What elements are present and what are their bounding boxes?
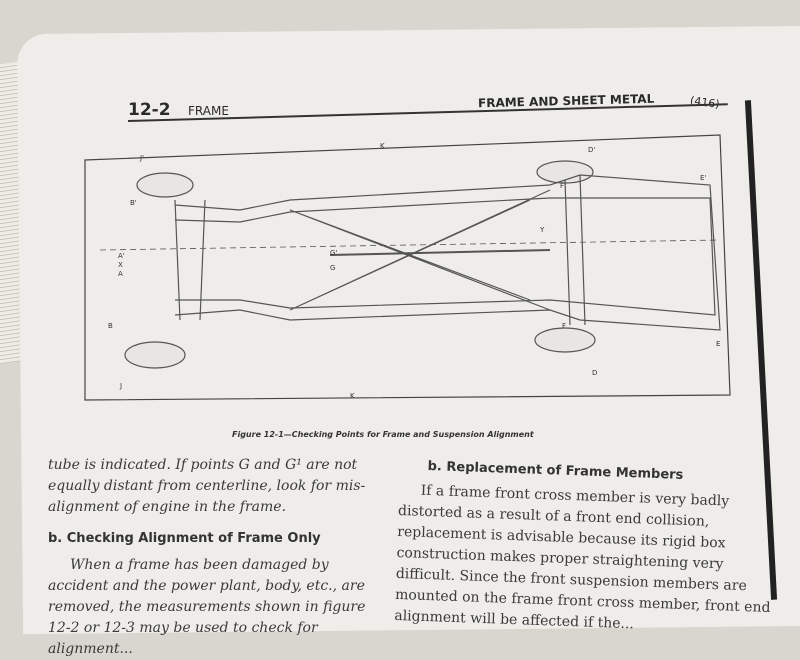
front-left-wheel: [124, 341, 186, 369]
frame-diagram: J' K D' B' E' A' X A G' G Y F' F B E D J…: [84, 134, 731, 401]
left-paragraph-2: When a frame has been damaged by acciden…: [48, 557, 366, 657]
label-j: J: [119, 382, 122, 390]
label-b: B: [108, 322, 113, 330]
label-d-prime: D': [588, 146, 595, 154]
label-g-prime: G': [330, 249, 337, 257]
front-right-wheel: [136, 172, 194, 198]
label-x: X: [118, 261, 123, 269]
figure-caption: Figure 12-1—Checking Points for Frame an…: [232, 430, 534, 439]
right-column: b. Replacement of Frame Members If a fra…: [394, 455, 780, 640]
right-paragraph-1: If a frame front cross member is very ba…: [394, 482, 771, 633]
label-f: F: [562, 322, 566, 330]
section-title: FRAME: [188, 104, 229, 118]
label-y: Y: [539, 226, 545, 234]
label-e-prime: E': [700, 174, 706, 182]
left-paragraph-1: tube is indicated. If points G and G¹ ar…: [48, 457, 366, 515]
frame-drawing: [99, 160, 721, 369]
label-d: D: [592, 369, 597, 377]
section-number: 12-2: [128, 100, 171, 120]
label-a-prime: A': [118, 252, 125, 260]
label-k-bottom: K: [350, 392, 355, 400]
label-k-top: K: [380, 142, 385, 150]
rear-left-wheel: [534, 327, 596, 353]
label-j-prime: J': [139, 154, 144, 162]
label-f-prime: F': [560, 182, 566, 190]
label-a: A: [118, 270, 123, 278]
left-column: tube is indicated. If points G and G¹ ar…: [48, 455, 378, 660]
diagram-labels: J' K D' B' E' A' X A G' G Y F' F B E D J…: [108, 142, 720, 400]
figure-border: [84, 134, 731, 401]
label-b-prime: B': [130, 199, 137, 207]
label-e: E: [716, 340, 720, 348]
left-heading: b. Checking Alignment of Frame Only: [48, 531, 321, 546]
label-g: G: [330, 264, 335, 272]
